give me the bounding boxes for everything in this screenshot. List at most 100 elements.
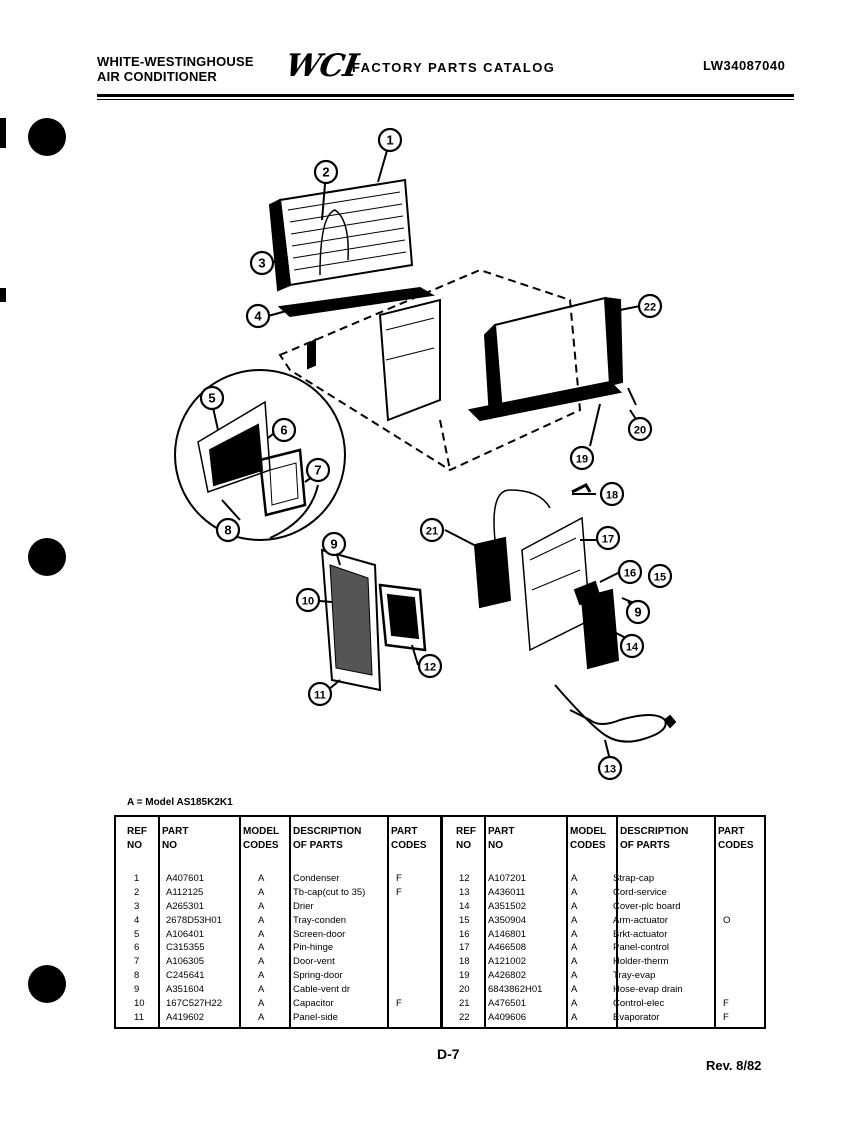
column-divider [616, 817, 618, 1027]
part-code-cell: F [396, 886, 402, 898]
column-divider [484, 817, 486, 1027]
model-code-cell: A [571, 873, 578, 884]
svg-text:9: 9 [634, 605, 641, 620]
description-cell: Tray-conden [293, 914, 346, 926]
model-code-cell: A [258, 873, 265, 884]
svg-text:6: 6 [280, 423, 287, 438]
callout-5: 5 [199, 385, 225, 411]
ref-no-cell: 7 [134, 956, 140, 968]
ref-no-cell: 17 [459, 942, 470, 954]
ref-no-cell: 2 [134, 886, 140, 898]
part-no-cell: 167C527H22 [166, 998, 222, 1010]
model-code-cell: A [571, 914, 578, 926]
part-no-cell: A146801 [488, 928, 527, 940]
brand-block: WHITE-WESTINGHOUSE AIR CONDITIONER [97, 54, 254, 84]
svg-text:17: 17 [602, 534, 614, 546]
description-cell: Cord-service [613, 886, 667, 898]
ref-no-cell: 4 [134, 914, 140, 926]
punch-hole-top [28, 118, 66, 156]
callout-2: 2 [313, 159, 339, 185]
svg-text:15: 15 [654, 572, 666, 584]
callout-6: 6 [271, 417, 297, 443]
part-no-cell: A426802 [488, 970, 527, 982]
model-code-cell: A [571, 956, 578, 968]
ref-no-cell: 6 [134, 942, 140, 954]
model-legend: A = Model AS185K2K1 [127, 797, 233, 808]
model-code-cell: A [258, 942, 265, 954]
ref-no-cell: 9 [134, 984, 140, 996]
callout-9: 9 [625, 599, 651, 625]
description-cell: Cable-vent dr [293, 984, 351, 996]
ref-no-cell: 8 [134, 970, 140, 982]
model-code-cell: A [571, 886, 578, 898]
part-no-cell: A106401 [166, 928, 205, 940]
part-code-cell: F [396, 873, 402, 884]
model-code-cell: A [571, 998, 578, 1010]
model-code-cell: A [258, 956, 265, 968]
ref-no-cell: 22 [459, 1011, 470, 1023]
description-cell: Tray-evap [613, 970, 656, 982]
model-code-cell: A [571, 1011, 578, 1023]
svg-text:13: 13 [604, 764, 616, 776]
svg-text:5: 5 [208, 391, 215, 406]
ref-no-cell: 21 [459, 998, 470, 1010]
svg-text:7: 7 [314, 463, 321, 478]
callout-13: 13 [597, 755, 623, 781]
binding-edge-mark [0, 288, 6, 302]
callout-8: 8 [215, 517, 241, 543]
part-code-cell: F [723, 1011, 729, 1023]
part-no-cell: A351604 [166, 984, 205, 996]
part-no-cell: A436011 [488, 886, 526, 898]
part-no-cell: C245641 [166, 970, 205, 982]
callout-10: 10 [295, 587, 321, 613]
part-no-cell: A107201 [488, 873, 527, 884]
description-cell: Screen-door [293, 928, 346, 940]
part-no-cell: A476501 [488, 998, 527, 1010]
callout-11: 11 [307, 681, 333, 707]
ref-no-cell: 11 [134, 1011, 144, 1023]
description-cell: Control-elec [613, 998, 665, 1010]
svg-text:20: 20 [634, 425, 646, 437]
ref-no-cell: 5 [134, 928, 140, 940]
description-cell: Arm-actuator [613, 914, 668, 926]
svg-text:1: 1 [386, 133, 393, 148]
model-code-cell: A [258, 914, 265, 926]
description-cell: Door-vent [293, 956, 335, 968]
catalog-model-number: LW34087040 [703, 58, 786, 73]
column-divider-center [440, 817, 443, 1027]
wci-logo: WCI [282, 48, 361, 84]
brand-line: WHITE-WESTINGHOUSE [97, 54, 254, 69]
description-cell: Drier [293, 900, 314, 912]
callout-21: 21 [419, 517, 445, 543]
callout-15: 15 [647, 563, 673, 589]
svg-text:19: 19 [576, 454, 588, 466]
callout-7: 7 [305, 457, 331, 483]
catalog-title: FACTORY PARTS CATALOG [352, 60, 556, 75]
column-divider [239, 817, 241, 1027]
binding-edge-mark [0, 118, 6, 148]
ref-no-cell: 20 [459, 984, 470, 996]
svg-text:18: 18 [606, 490, 618, 502]
description-cell: Capacitor [293, 998, 334, 1010]
part-no-cell: A350904 [488, 914, 527, 926]
description-cell: Strap-cap [613, 873, 655, 884]
callout-3: 3 [249, 250, 275, 276]
part-no-cell: A265301 [166, 900, 205, 912]
part-no-cell: C315355 [166, 942, 205, 954]
ref-no-cell: 18 [459, 956, 470, 968]
ref-no-cell: 14 [459, 900, 470, 912]
